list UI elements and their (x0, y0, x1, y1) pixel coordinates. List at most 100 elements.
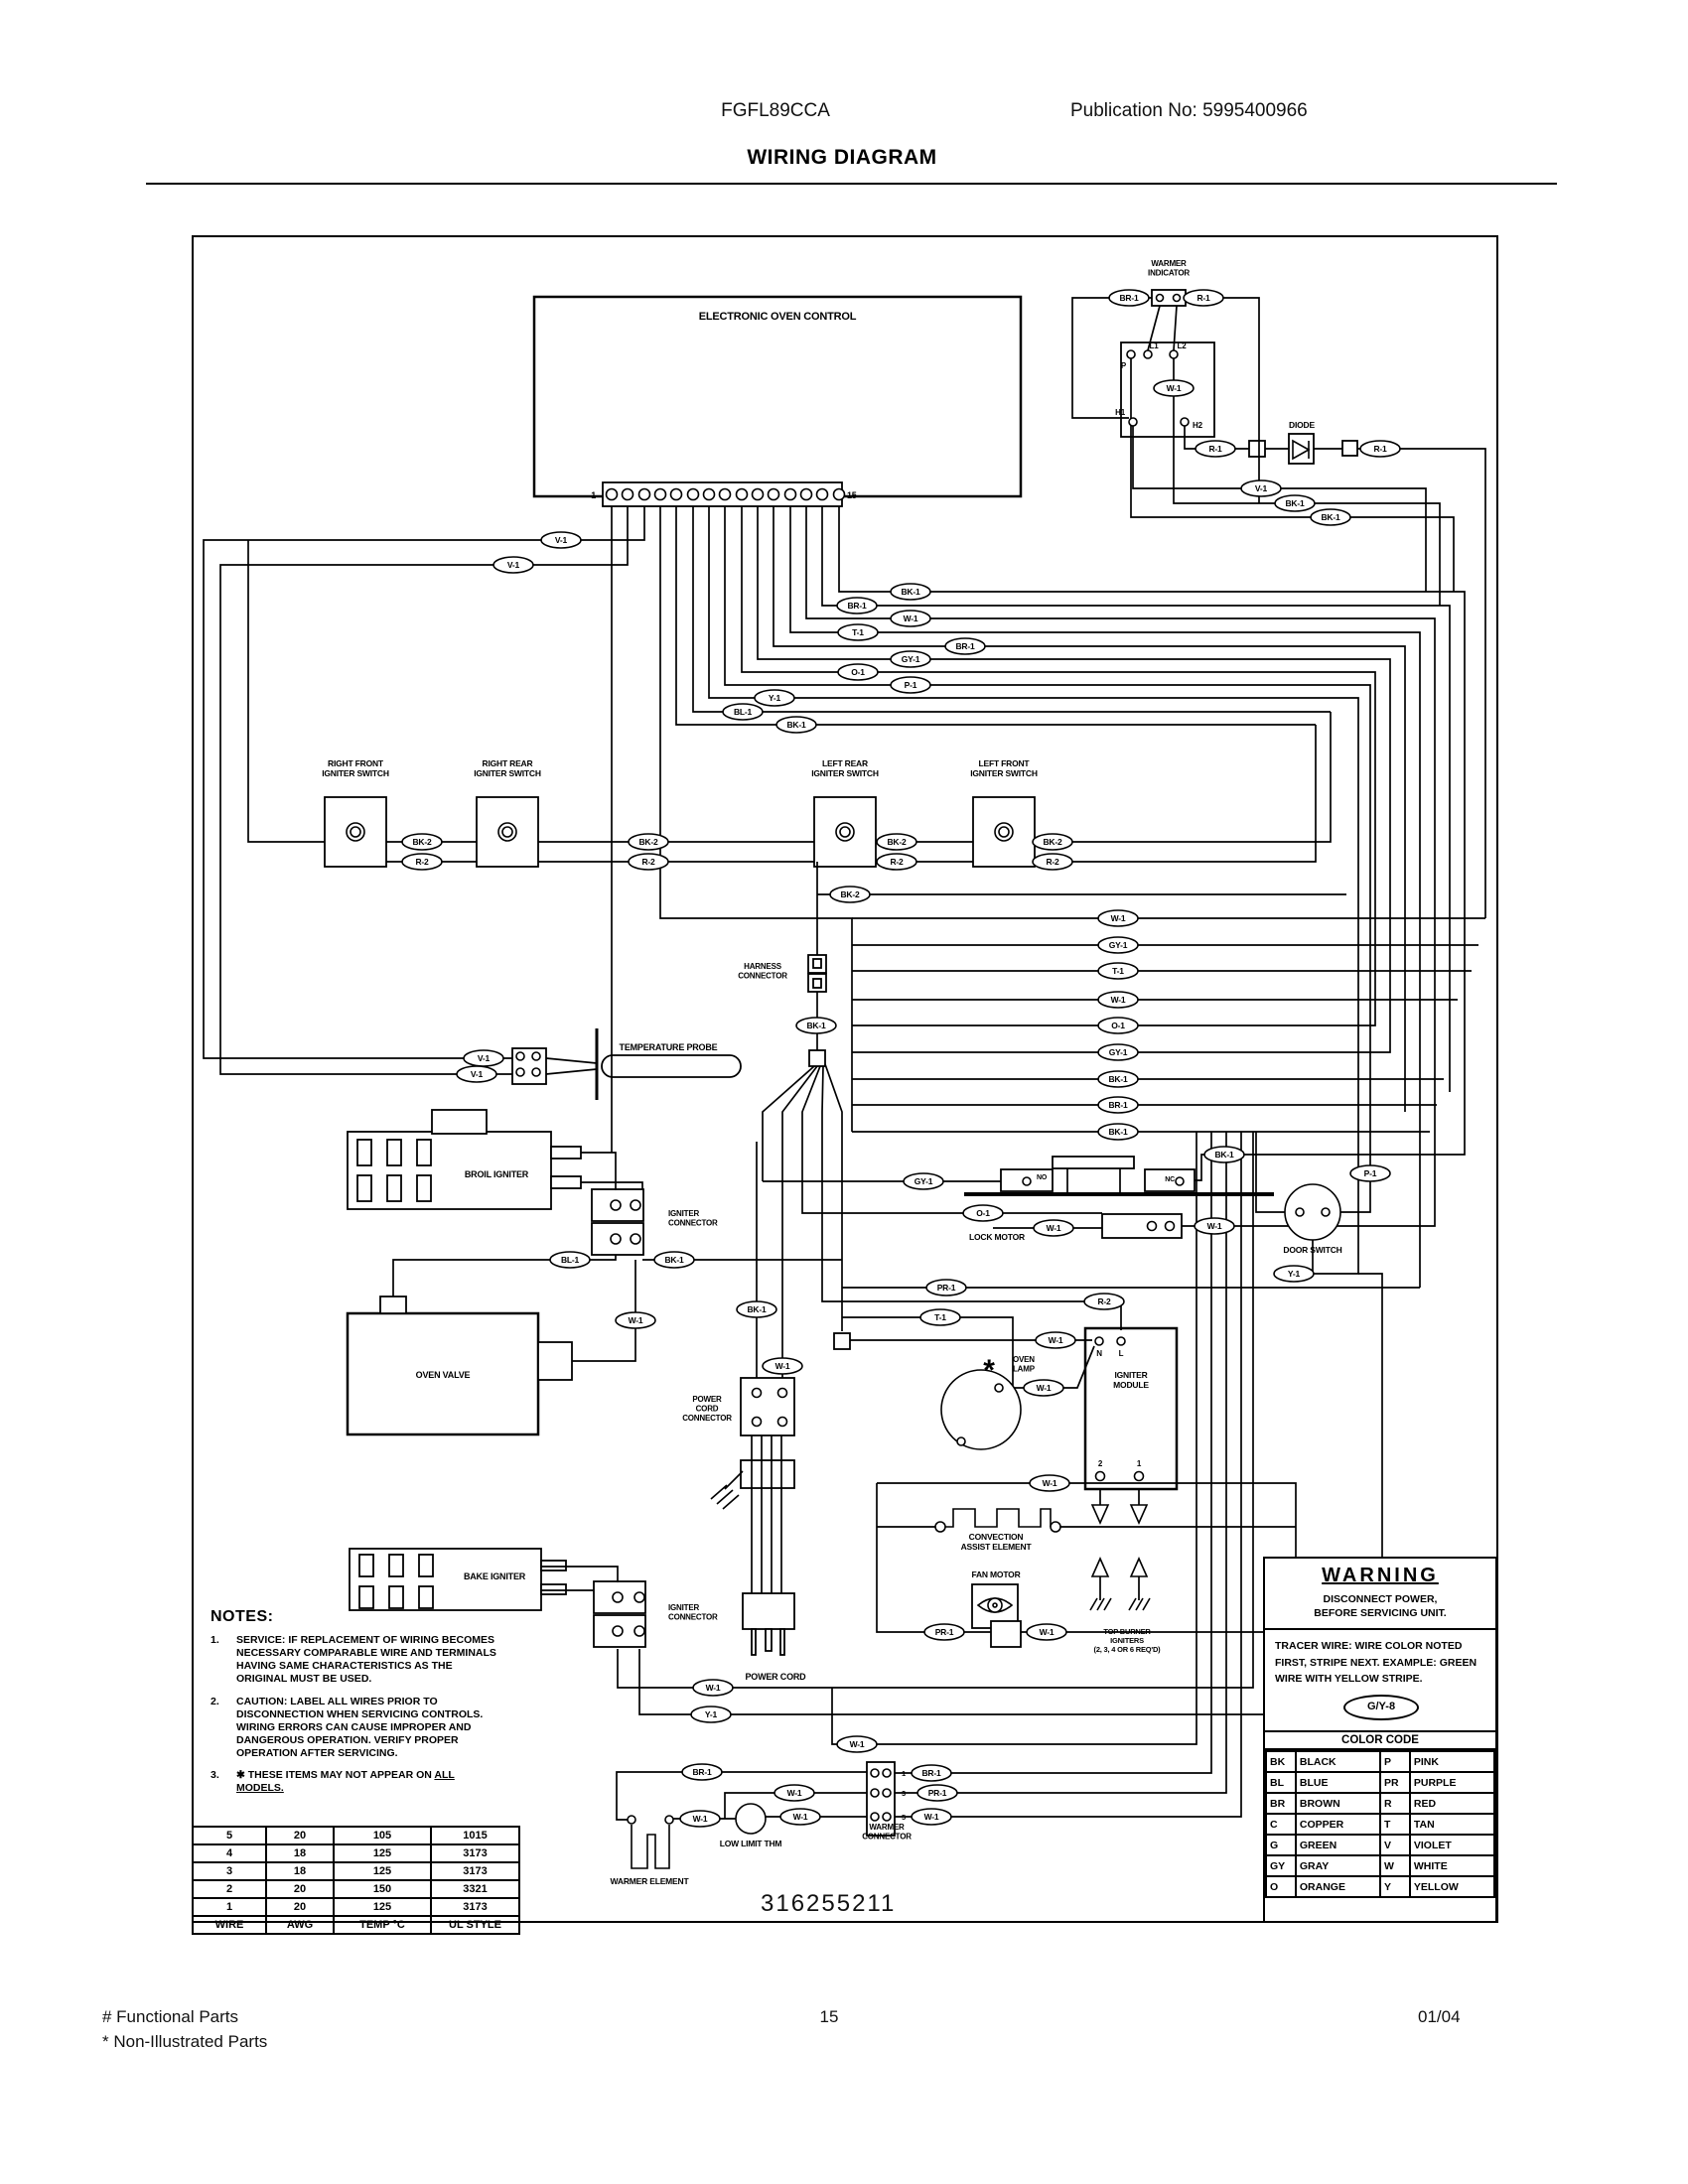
wire-label: BK-1 (806, 1021, 826, 1030)
terminal (783, 487, 797, 501)
component-box (386, 1174, 402, 1202)
publication-number: Publication No: 5995400966 (1070, 100, 1308, 121)
wire-label: Y-1 (705, 1709, 718, 1719)
wire-label: R-2 (641, 857, 655, 867)
color-code-cell: TAN (1408, 1813, 1496, 1837)
component-box (812, 978, 822, 989)
component-box (540, 1560, 567, 1571)
color-code-cell: R (1378, 1792, 1411, 1816)
component-label: LOCK MOTOR (969, 1232, 1025, 1242)
terminal (350, 826, 361, 838)
terminal (1169, 349, 1179, 359)
wire-label: W-1 (1111, 913, 1126, 923)
note-item: 3. ✱ THESE ITEMS MAY NOT APPEAR ON ALL M… (211, 1769, 504, 1795)
wire-label-oval (1097, 909, 1139, 927)
component-box (601, 1054, 742, 1078)
terminal (1094, 1470, 1106, 1482)
model-number: FGFL89CCA (721, 100, 830, 121)
wire-label-oval (911, 1764, 952, 1782)
terminal (686, 487, 700, 501)
wire-label: W-1 (1040, 1627, 1055, 1637)
wire (581, 1181, 643, 1190)
wire-label-oval (1026, 1623, 1067, 1641)
wire-label: W-1 (629, 1315, 643, 1325)
wire-label: Y-1 (769, 693, 781, 703)
color-code-cell: C (1265, 1813, 1297, 1837)
wire-label-oval (1023, 1379, 1064, 1397)
terminal (1133, 1470, 1145, 1482)
wire-label: V-1 (478, 1053, 491, 1063)
component-box (751, 1628, 757, 1656)
component-box (990, 1620, 1022, 1648)
note-item: 2. CAUTION: LABEL ALL WIRES PRIOR TO DIS… (211, 1696, 504, 1761)
component-box (416, 1174, 432, 1202)
wire-table-cell: 125 (333, 1897, 432, 1917)
wire-label: W-1 (787, 1788, 802, 1798)
color-code-cell: V (1378, 1834, 1411, 1857)
component-label: FAN MOTOR (971, 1570, 1020, 1579)
color-code-cell: P (1378, 1750, 1411, 1774)
wire-label: V-1 (555, 535, 568, 545)
wire-table-cell: 1015 (430, 1826, 520, 1845)
color-code-cell: Y (1378, 1875, 1411, 1899)
wire (1173, 305, 1178, 351)
component-label: L1 (1150, 341, 1160, 350)
warning-box: WARNING DISCONNECT POWER, BEFORE SERVICI… (1263, 1557, 1497, 1923)
wire-table-cell: 5 (192, 1826, 267, 1845)
wire-label-oval (401, 833, 443, 851)
component-label: 1 (902, 1769, 906, 1778)
wire-label-oval (779, 1808, 821, 1826)
footer-non-illustrated-parts: * Non-Illustrated Parts (102, 2032, 268, 2051)
wire-label-oval (1108, 289, 1150, 307)
wire-label: R-2 (890, 857, 904, 867)
wire-label-oval (837, 663, 879, 681)
color-code-cell: GREEN (1294, 1834, 1381, 1857)
color-code-cell: BLACK (1294, 1750, 1381, 1774)
component-label: OVEN VALVE (416, 1370, 471, 1380)
wire-label: W-1 (850, 1739, 865, 1749)
wire (895, 1132, 1212, 1774)
wire-label-oval (837, 623, 879, 641)
wire-label-oval (876, 833, 917, 851)
wire (762, 1065, 815, 1181)
diagram-glyph (945, 1508, 1052, 1528)
wire (821, 1065, 1122, 1330)
terminal (630, 1233, 641, 1245)
notes-heading: NOTES: (211, 1608, 274, 1625)
terminal (776, 1416, 788, 1428)
wire (692, 506, 1331, 713)
color-code-cell: WHITE (1408, 1854, 1496, 1878)
wire-label-oval (549, 1251, 591, 1269)
wire-label-oval (1203, 1146, 1245, 1163)
terminal (702, 487, 716, 501)
terminal (612, 1591, 624, 1603)
wire-table-cell: 18 (265, 1843, 335, 1863)
terminal (515, 1067, 525, 1077)
diagram-frame (192, 235, 1498, 1923)
wire-label-oval (836, 1735, 878, 1753)
component-label: 1 (591, 490, 596, 500)
wire (877, 1482, 1297, 1633)
component-box (347, 1131, 552, 1210)
wire (724, 1792, 867, 1819)
wire-label: T-1 (1112, 966, 1124, 976)
wire-table-cell: 20 (265, 1897, 335, 1917)
wire-label-oval (1274, 494, 1316, 512)
wire-table-cell: 150 (333, 1879, 432, 1899)
terminal (1143, 349, 1153, 359)
wire-label-oval (1273, 1265, 1315, 1283)
wire-label-oval (1035, 1331, 1076, 1349)
page-title: WIRING DIAGRAM (747, 146, 937, 169)
